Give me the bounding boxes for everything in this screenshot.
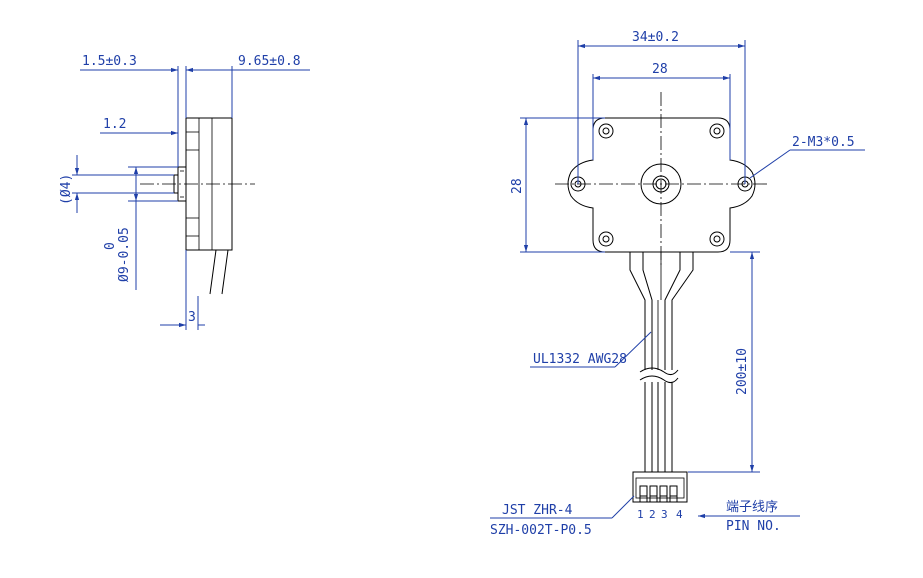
mount-hole-label: 2-M3*0.5 (792, 135, 855, 150)
wire-spec-label: UL1332 AWG28 (533, 352, 627, 367)
hole-spacing-label: 28 (652, 62, 668, 77)
side-view: 1.5±0.3 9.65±0.8 1.2 (Ø4) 0 Ø9-0.05 3 (59, 54, 310, 330)
pin-order-label: PIN NO. (726, 519, 781, 534)
shaft-dia-label: (Ø4) (59, 174, 74, 205)
connector-label: JST ZHR-4 (502, 503, 573, 518)
boss-dia-label: Ø9-0.05 (117, 227, 132, 282)
pin-1: 1 (637, 508, 644, 521)
length-label: 9.65±0.8 (238, 54, 301, 69)
terminal-label: SZH-002T-P0.5 (490, 523, 592, 538)
thickness-label: 1.5±0.3 (82, 54, 137, 69)
overall-width-label: 34±0.2 (632, 30, 679, 45)
pin-3: 3 (661, 508, 668, 521)
pin-4: 4 (676, 508, 683, 521)
pin-2: 2 (649, 508, 656, 521)
height-label: 28 (510, 178, 525, 194)
front-view: 34±0.2 28 28 2-M3*0.5 UL1332 AWG28 (490, 30, 865, 538)
boss-tol-upper: 0 (103, 242, 118, 250)
lead-length-label: 200±10 (735, 348, 750, 395)
front-body (567, 117, 756, 253)
flange-label: 1.2 (103, 117, 126, 132)
pin-order-cn: 端子线序 (726, 500, 778, 515)
cable-exit-label: 3 (188, 310, 196, 325)
